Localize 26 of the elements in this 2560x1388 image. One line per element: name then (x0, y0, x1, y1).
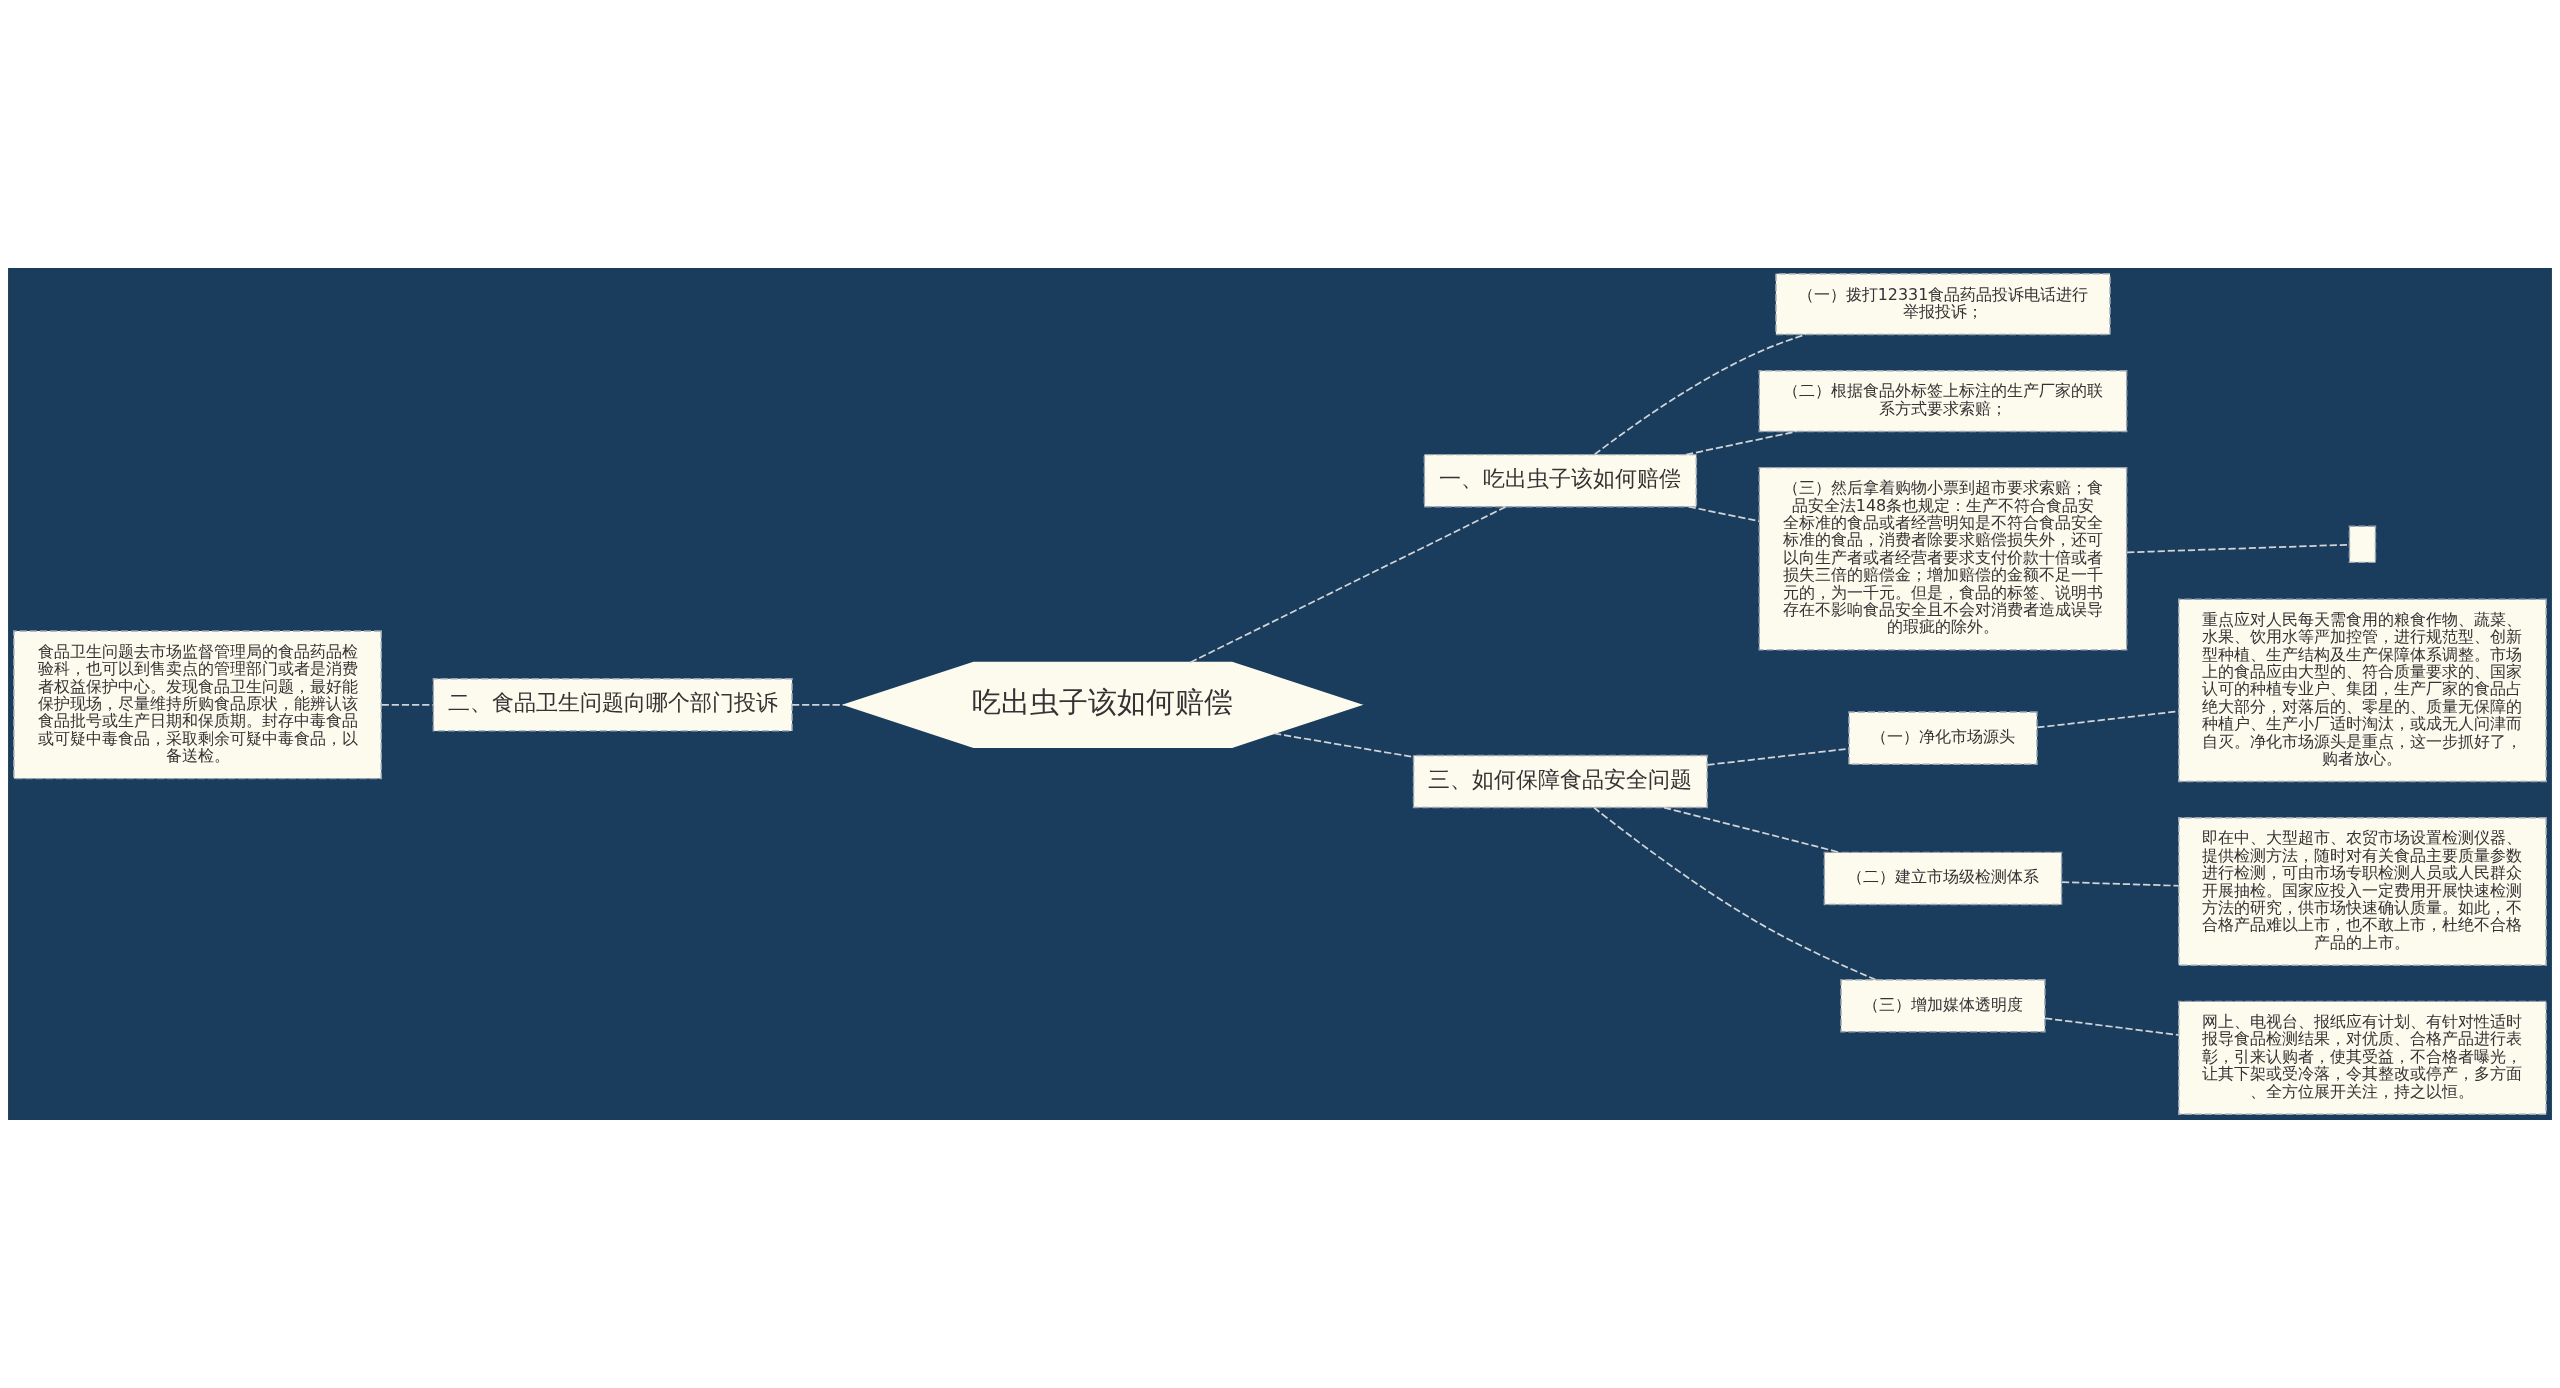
node-box: 二、食品卫生问题向哪个部门投诉 (432, 678, 793, 732)
connector (1687, 505, 1761, 523)
node-box: （三）然后拿着购物小票到超市要求索赔；食品安全法148条也规定：生产不符合食品安全标准的食品或者经营明知是不符合食品安全标准的食品，消费者除要求赔偿损失外，还可以向生产者或者经营者要求支付价款十倍或者损失三倍的赔偿金；增加赔偿的金额不足一千元的，为一千元。但是，食品的标签、说明书存在不影响食品安全且不会对消费者造成误导的瑕疵的除外。 (1758, 466, 2128, 651)
node-box: （一）净化市场源头 (1848, 711, 2038, 765)
connector (2036, 710, 2180, 729)
node-box (2348, 525, 2377, 564)
connector (1189, 505, 1507, 664)
node-box: （二）建立市场级检测体系 (1823, 851, 2063, 906)
node-box: （二）根据食品外标签上标注的生产厂家的联系方式要求索赔； (1758, 369, 2128, 433)
node-box: 即在中、大型超市、农贸市场设置检测仪器、提供检测方法，随时对有关食品主要质量参数进行检测，可由市场专职检测人员或人民群众开展抽检。国家应投入一定费用开展快速检测方法的研究，供市场快速确认质量。如此，不合格产品难以上市，也不敢上市，杜绝不合格产品的上市。 (2178, 816, 2547, 966)
node-box: 重点应对人民每天需食用的粮食作物、蔬菜、水果、饮用水等严加控管，进行规范型、创新型种植、生产结构及生产保障体系调整。市场上的食品应由大型的、符合质量要求的、国家认可的种植专业户、集团，生产厂家的食品占绝大部分，对落后的、零星的、质量无保障的种植户、生产小厂适时淘汰，或成无人问津而自灭。净化市场源头是重点，这一步抓好了，购者放心。 (2178, 598, 2547, 783)
connector (1706, 747, 1850, 766)
node-box: 一、吃出虫子该如何赔偿 (1423, 453, 1698, 508)
connector (380, 704, 434, 706)
connector (1663, 806, 1840, 854)
node-box: （三）增加媒体透明度 (1840, 978, 2046, 1033)
connector (791, 704, 845, 706)
node-box: （一）拨打12331食品药品投诉电话进行举报投诉； (1775, 273, 2111, 336)
connector (1593, 806, 1877, 981)
connector (2061, 881, 2180, 887)
connector (1685, 430, 1798, 456)
node-box: 三、如何保障食品安全问题 (1412, 754, 1708, 809)
node-box: 网上、电视台、报纸应有计划、有针对性适时报导食品检测结果，对优质、合格产品进行表彰，引来认购者，使其受益，不合格者曝光，让其下架或受冷落，令其整改或停产，多方面、全方位展开关注，持之以恒。 (2178, 1000, 2547, 1115)
connector (2044, 1017, 2180, 1036)
connector (2126, 543, 2350, 554)
node-box: 食品卫生问题去市场监督管理局的食品药品检验科，也可以到售卖点的管理部门或者是消费者权益保护中心。发现食品卫生问题，最好能保护现场，尽量维持所购食品原状，能辨认该食品批号或生产日期和保质期。封存中毒食品或可疑中毒食品，采取剩余可疑中毒食品，以备送检。 (13, 630, 382, 780)
